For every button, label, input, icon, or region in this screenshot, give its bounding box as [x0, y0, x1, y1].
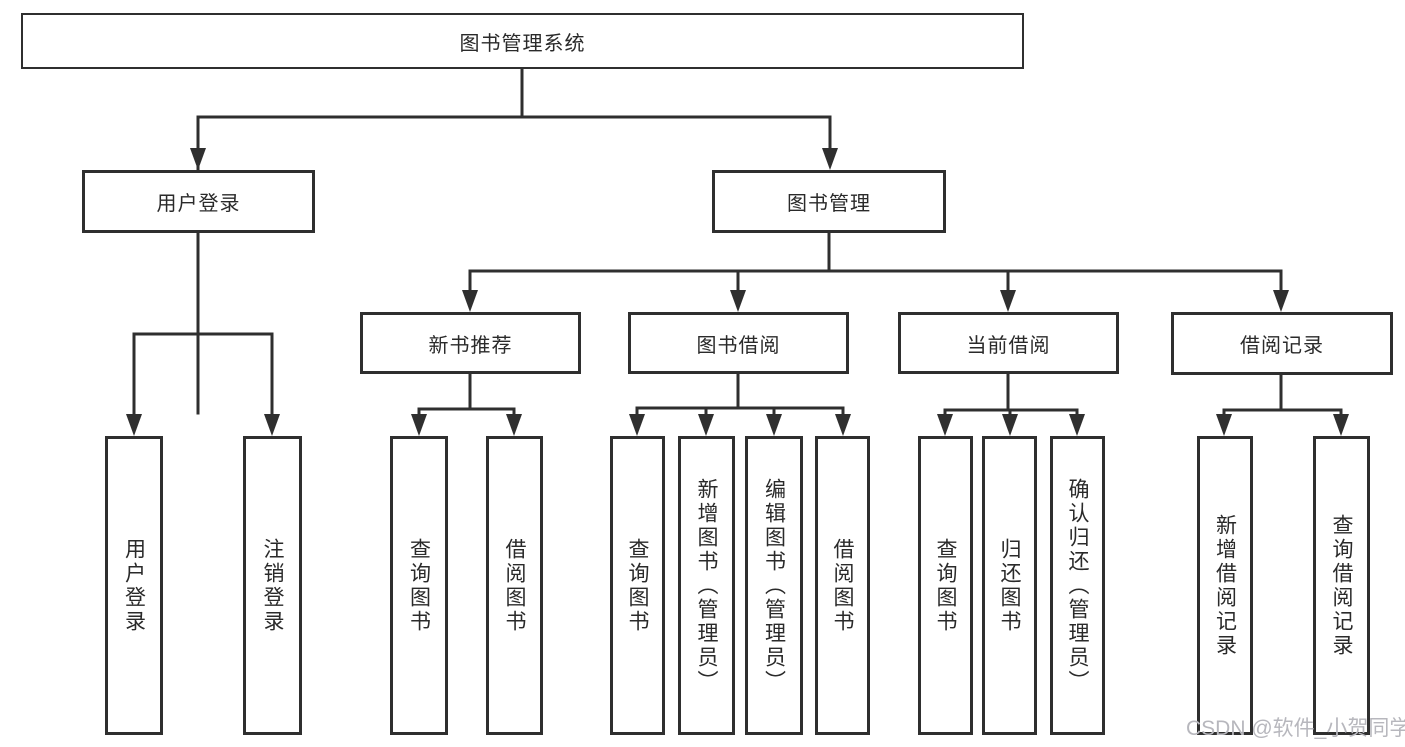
leaf-query-books-current: 查询图书	[918, 436, 973, 735]
connector-newbook-to-children	[411, 374, 522, 436]
node-book-management: 图书管理	[712, 170, 946, 233]
node-label: 借阅记录	[1240, 335, 1324, 357]
node-label: 新增借阅记录	[1213, 513, 1237, 658]
leaf-borrow-books: 借阅图书	[815, 436, 870, 735]
leaf-return-books: 归还图书	[982, 436, 1037, 735]
node-book-borrow: 图书借阅	[628, 312, 849, 374]
leaf-query-books-recommend: 查询图书	[390, 436, 448, 735]
leaf-query-borrow-record: 查询借阅记录	[1313, 436, 1370, 735]
connector-bookborrow-to-children	[629, 374, 851, 436]
node-label: 借阅图书	[503, 537, 526, 634]
node-label: 确认归还（管理员）	[1066, 477, 1089, 694]
node-label: 图书管理系统	[459, 32, 586, 55]
node-label: 注销登录	[261, 537, 284, 634]
node-library-system: 图书管理系统	[21, 13, 1024, 69]
leaf-edit-books-admin: 编辑图书（管理员）	[745, 436, 803, 735]
leaf-user-login: 用户登录	[105, 436, 163, 735]
connector-currentborrow-to-children	[937, 374, 1085, 436]
node-label: 查询图书	[407, 537, 431, 634]
leaf-confirm-return-admin: 确认归还（管理员）	[1050, 436, 1105, 735]
node-label: 归还图书	[998, 537, 1021, 634]
node-current-borrow: 当前借阅	[898, 312, 1119, 374]
node-label: 查询图书	[626, 537, 649, 634]
node-label: 图书借阅	[696, 334, 781, 357]
leaf-add-borrow-record: 新增借阅记录	[1197, 436, 1253, 735]
node-label: 用户登录	[122, 537, 146, 634]
connector-borrowrecord-to-children	[1216, 374, 1349, 436]
node-label: 编辑图书（管理员）	[762, 477, 786, 694]
node-label: 新增图书（管理员）	[695, 477, 718, 694]
node-new-book-recommend: 新书推荐	[360, 312, 581, 374]
node-label: 查询借阅记录	[1330, 513, 1353, 658]
node-label: 当前借阅	[966, 334, 1051, 357]
node-label: 借阅图书	[831, 537, 854, 634]
csdn-watermark: CSDN @软件_小贺同学	[1186, 717, 1405, 740]
node-label: 图书管理	[787, 193, 871, 215]
node-label: 新书推荐	[428, 334, 513, 357]
leaf-borrow-books-recommend: 借阅图书	[486, 436, 543, 735]
leaf-logout-login: 注销登录	[243, 436, 302, 735]
node-user-login: 用户登录	[82, 170, 315, 233]
connector-bookmgmt-to-level3	[462, 233, 1289, 312]
leaf-query-books-borrow: 查询图书	[610, 436, 665, 735]
node-borrow-records: 借阅记录	[1171, 312, 1393, 375]
connector-userlogin-to-children	[126, 233, 280, 436]
node-label: 查询图书	[934, 537, 957, 634]
node-label: 用户登录	[156, 193, 241, 215]
leaf-add-books-admin: 新增图书（管理员）	[678, 436, 735, 735]
